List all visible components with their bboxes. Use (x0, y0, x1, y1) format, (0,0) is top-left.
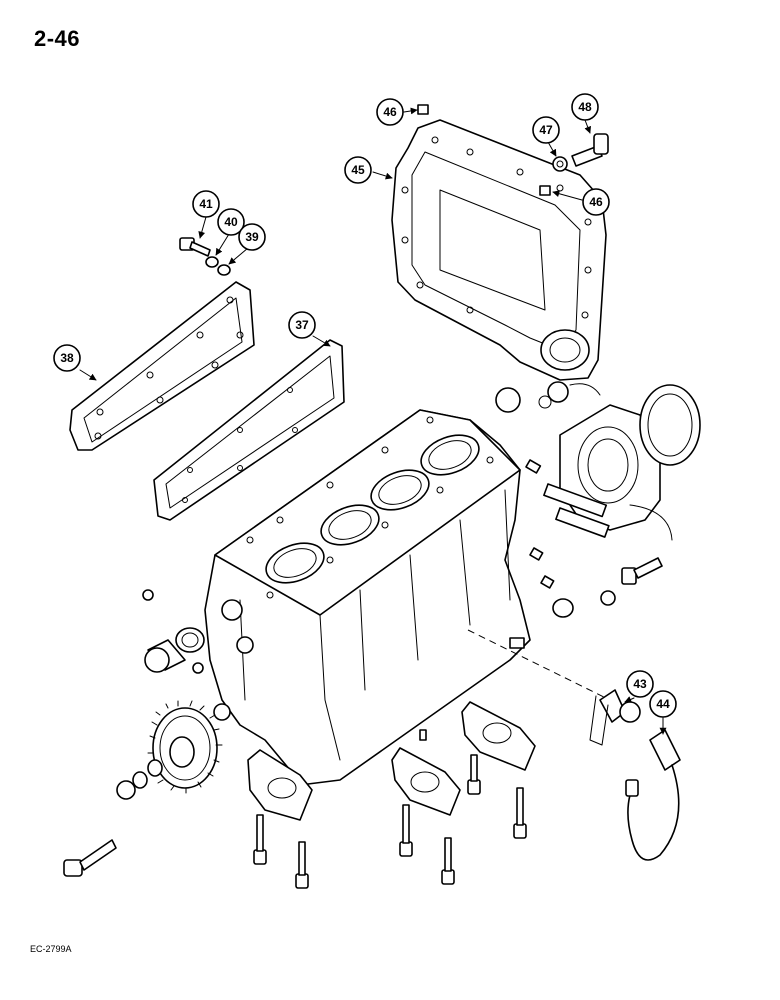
gear-washer (116, 780, 136, 800)
washer-40 (205, 256, 219, 268)
callout-39-label: 39 (245, 230, 259, 244)
rear-oil-seal (639, 384, 701, 466)
cover-bolt (571, 133, 609, 167)
washer-39 (217, 264, 231, 276)
gear-spacer-2 (147, 759, 163, 777)
callout-46-top-label: 46 (383, 105, 397, 119)
rear-cover-plate (391, 119, 607, 381)
camshaft-bushing (144, 639, 186, 673)
callout-38: 38 (53, 344, 81, 372)
callout-46-top: 46 (376, 98, 404, 126)
callout-38-label: 38 (60, 351, 74, 365)
gear-bolt (63, 839, 117, 877)
housing-plug (552, 598, 574, 618)
shaft-plug (213, 703, 231, 721)
lock-washer-47 (552, 156, 568, 172)
callout-37: 37 (288, 311, 316, 339)
housing-washer (600, 590, 616, 606)
cover-bolt-41 (179, 237, 211, 257)
small-plug-upper (142, 589, 154, 601)
engine-block (204, 409, 531, 786)
callout-39: 39 (238, 223, 266, 251)
dowel-pin-side (539, 185, 551, 196)
seal-nut (547, 381, 569, 403)
main-bearing-cap-center (391, 747, 461, 816)
timing-gear (147, 700, 223, 794)
seal-washer (538, 395, 552, 409)
callout-45: 45 (344, 156, 372, 184)
side-cover-plate (69, 281, 255, 451)
callout-45-label: 45 (351, 163, 365, 177)
callout-40: 40 (217, 208, 245, 236)
dowel-small-2 (540, 575, 555, 589)
dowel-pin-upper (417, 104, 429, 115)
bolt-arrow-line (629, 504, 673, 541)
cap-bolts (253, 729, 527, 889)
housing-bolt (621, 557, 663, 585)
seal-arrow-line (569, 383, 601, 396)
assembly-leader (467, 629, 611, 701)
callout-37-label: 37 (295, 318, 309, 332)
callout-leaders (79, 107, 667, 735)
callout-40-label: 40 (224, 215, 238, 229)
wiring-connector (625, 729, 681, 861)
seal-strip-upper (543, 483, 608, 518)
callout-46-right: 46 (582, 188, 610, 216)
callout-46-right-label: 46 (589, 195, 603, 209)
dowel-right (525, 459, 542, 474)
callout-43: 43 (626, 670, 654, 698)
dowel-small (529, 547, 544, 561)
oil-pressure-sender (589, 689, 641, 746)
small-plug (192, 662, 204, 674)
callout-44-label: 44 (656, 697, 670, 711)
figure-code: EC-2799A (30, 944, 72, 954)
callout-44: 44 (649, 690, 677, 718)
callout-47: 47 (532, 116, 560, 144)
callout-47-label: 47 (539, 123, 553, 137)
cup-plug (495, 387, 521, 413)
callout-41: 41 (192, 190, 220, 218)
gear-spacer (132, 771, 148, 789)
callout-48-label: 48 (578, 100, 592, 114)
main-bearing-cap-left (247, 749, 313, 821)
callout-41-label: 41 (199, 197, 213, 211)
bushing-ring (175, 627, 205, 653)
callout-48: 48 (571, 93, 599, 121)
page-number: 2-46 (34, 26, 81, 51)
callout-43-label: 43 (633, 677, 647, 691)
main-bearing-cap-right (461, 701, 536, 771)
seal-strip-lower (555, 507, 610, 538)
